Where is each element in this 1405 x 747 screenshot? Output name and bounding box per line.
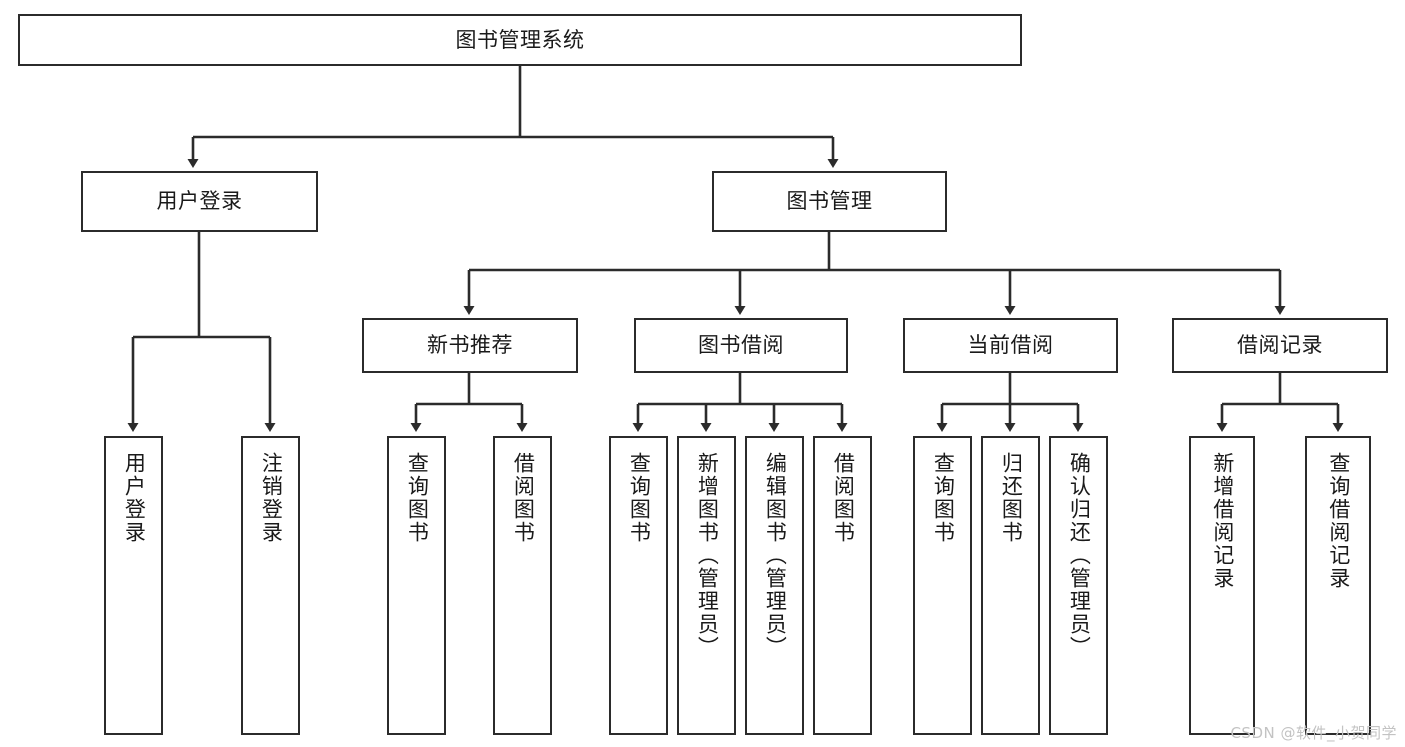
node-user-login[interactable]: 用户登录 <box>81 171 318 232</box>
leaf-logout[interactable]: 注销登录 <box>241 436 300 735</box>
node-label: 归还图书 <box>999 452 1024 544</box>
leaf-borrow-books-recommendation[interactable]: 借阅图书 <box>493 436 552 735</box>
node-label: 图书管理系统 <box>455 27 585 52</box>
node-label: 查询借阅记录 <box>1326 452 1351 590</box>
node-label: 新增借阅记录 <box>1210 452 1235 590</box>
node-label: 借阅图书 <box>511 452 536 544</box>
node-book-management[interactable]: 图书管理 <box>712 171 947 232</box>
leaf-add-book-admin[interactable]: 新增图书（管理员） <box>677 436 736 735</box>
leaf-edit-book-admin[interactable]: 编辑图书（管理员） <box>745 436 804 735</box>
node-label: 新增图书（管理员） <box>695 452 720 659</box>
leaf-borrow-books-borrowing[interactable]: 借阅图书 <box>813 436 872 735</box>
node-label: 当前借阅 <box>967 333 1054 358</box>
leaf-confirm-return-admin[interactable]: 确认归还（管理员） <box>1049 436 1108 735</box>
node-label: 图书管理 <box>786 189 873 214</box>
leaf-query-borrow-record[interactable]: 查询借阅记录 <box>1305 436 1371 735</box>
node-label: 借阅记录 <box>1237 333 1323 358</box>
node-label: 查询图书 <box>627 452 652 544</box>
node-new-book-recommendation[interactable]: 新书推荐 <box>362 318 578 373</box>
node-label: 编辑图书（管理员） <box>763 452 788 659</box>
node-label: 用户登录 <box>156 189 243 214</box>
node-book-borrowing[interactable]: 图书借阅 <box>634 318 848 373</box>
node-borrowing-records[interactable]: 借阅记录 <box>1172 318 1388 373</box>
node-label: 查询图书 <box>405 452 430 544</box>
leaf-user-login[interactable]: 用户登录 <box>104 436 163 735</box>
leaf-return-books[interactable]: 归还图书 <box>981 436 1040 735</box>
node-label: 查询图书 <box>931 452 956 544</box>
node-root-book-management-system[interactable]: 图书管理系统 <box>18 14 1022 66</box>
leaf-search-books-borrowing[interactable]: 查询图书 <box>609 436 668 735</box>
node-label: 确认归还（管理员） <box>1067 452 1092 659</box>
node-current-borrowing[interactable]: 当前借阅 <box>903 318 1118 373</box>
node-label: 新书推荐 <box>427 333 513 358</box>
leaf-add-borrow-record[interactable]: 新增借阅记录 <box>1189 436 1255 735</box>
node-label: 用户登录 <box>122 452 147 544</box>
node-label: 图书借阅 <box>698 333 784 358</box>
node-label: 借阅图书 <box>831 452 856 544</box>
node-label: 注销登录 <box>259 452 284 544</box>
leaf-search-books-current[interactable]: 查询图书 <box>913 436 972 735</box>
leaf-search-books-recommendation[interactable]: 查询图书 <box>387 436 446 735</box>
csdn-watermark: CSDN @软件_小贺同学 <box>1230 724 1397 742</box>
